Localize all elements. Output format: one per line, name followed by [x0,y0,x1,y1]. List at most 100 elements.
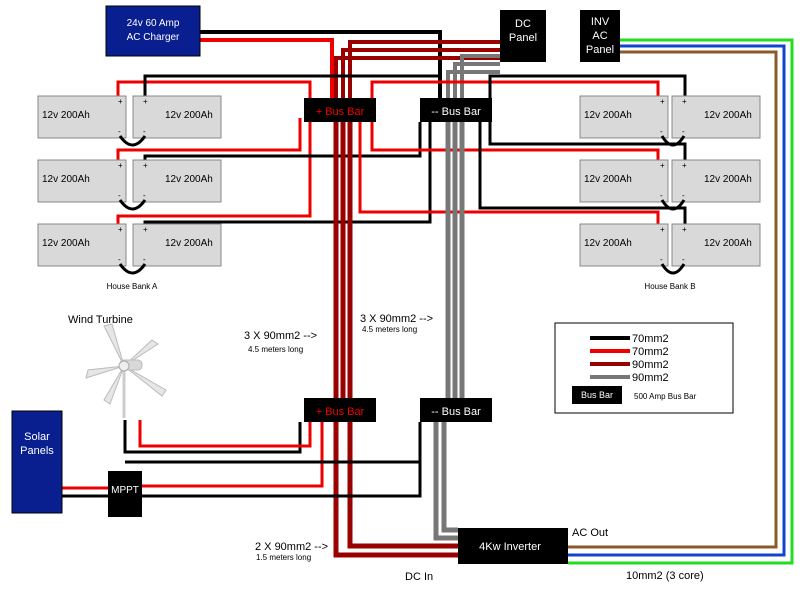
terminal-plus: + [143,225,148,234]
battery-bank-b-1-0: 12v 200Ah + - [579,159,669,203]
plus-bus-bar-bottom: + Bus Bar [304,398,376,422]
dc-panel-line2: Panel [509,32,537,44]
trunk-cables [333,122,465,558]
legend-item: 90mm2 [590,372,669,384]
battery-bank-a-1-1: 12v 200Ah+- [132,159,222,203]
legend-label: 90mm2 [632,372,669,384]
terminal-minus: - [118,255,121,264]
battery-bank-b-0-0: 12v 200Ah + - [579,95,669,139]
battery-bank-a-1-0: 12v 200Ah+- [37,159,127,203]
cable-right-line2: 4.5 meters long [362,325,417,334]
terminal-minus: - [682,255,685,264]
terminal-plus: + [682,225,687,234]
battery-label: 12v 200Ah [584,110,632,121]
solar-line2: Panels [20,445,54,457]
bank-b-wiring [358,74,687,228]
battery-bank-a-2-0: 12v 200Ah+- [37,223,127,267]
minus-bus-top-label: -- Bus Bar [431,106,481,118]
legend-bus-desc: 500 Amp Bus Bar [634,392,697,401]
battery-label: 12v 200Ah [42,110,90,121]
inv-ac-panel: INV AC Panel [580,10,620,62]
minus-bus-bar-bottom: -- Bus Bar [420,398,492,422]
mppt-label: MPPT [111,485,139,496]
legend-label: 70mm2 [632,346,669,358]
ac-wiring [568,38,794,565]
terminal-minus: - [143,127,146,136]
battery-label: 12v 200Ah [165,238,213,249]
series-link-wire [660,199,686,211]
terminal-minus: - [143,255,146,264]
terminal-plus: + [660,161,665,170]
cable-bottom-line2: 1.5 meters long [256,553,311,562]
plus-bus-bottom-label: + Bus Bar [316,406,365,418]
dc-panel-line1: DC [515,18,531,30]
battery-bank-a-0-0: 12v 200Ah + - [37,95,127,139]
legend-item: 70mm2 [590,346,669,358]
terminal-plus: + [143,97,148,106]
panel-feeds [200,30,500,98]
plus-bus-bar-top: + Bus Bar [304,98,376,122]
battery-bank-b-2-1: 12v 200Ah + - [671,223,761,267]
charger-line2: AC Charger [127,32,180,43]
inv-panel-line2: AC [592,30,607,42]
terminal-minus: - [118,191,121,200]
battery-label: 12v 200Ah [584,174,632,185]
terminal-plus: + [118,97,123,106]
battery-label: 12v 200Ah [42,238,90,249]
series-link-wire [660,263,686,275]
ac-wire-green [568,38,794,565]
terminal-plus: + [682,161,687,170]
minus-bus-bar-top: -- Bus Bar [420,98,492,122]
ac-wire-blue [568,44,786,557]
dc-in-label: DC In [405,571,433,583]
cable-right-line1: 3 X 90mm2 --> [360,313,433,325]
ac-wire-brown [568,50,778,549]
battery-banks: 12v 200Ah + - 12v 200Ah + - 12v 200Ah + - 12v 200… [37,95,761,275]
wind-turbine-icon [85,323,167,418]
legend-label: 70mm2 [632,333,669,345]
legend-item: 70mm2 [590,333,669,345]
bank-a-wiring [116,74,442,228]
terminal-minus: - [118,127,121,136]
battery-bank-a-0-1: 12v 200Ah+- [132,95,222,139]
terminal-minus: - [660,255,663,264]
series-link-wire [118,199,147,211]
renewable-wiring [60,420,422,498]
series-link-wire [660,135,686,147]
terminal-plus: + [682,97,687,106]
inv-panel-line3: Panel [586,44,614,56]
series-link-wire [118,135,147,147]
series-link-wire [118,263,147,275]
solar-line1: Solar [24,431,50,443]
inverter: 4Kw Inverter [458,528,568,564]
terminal-plus: + [660,97,665,106]
battery-label: 12v 200Ah [704,238,752,249]
wind-turbine-label: Wind Turbine [68,314,133,326]
cable-bottom-line1: 2 X 90mm2 --> [255,541,328,553]
cable-left-line2: 4.5 meters long [248,345,303,354]
battery-label: 12v 200Ah [584,238,632,249]
battery-label: 12v 200Ah [704,174,752,185]
legend-label: 90mm2 [632,359,669,371]
terminal-plus: + [660,225,665,234]
minus-bus-bottom-label: -- Bus Bar [431,406,481,418]
solar-panels: Solar Panels [11,410,63,514]
ac-cable-label: 10mm2 (3 core) [626,570,704,582]
terminal-plus: + [118,161,123,170]
terminal-plus: + [143,161,148,170]
battery-bank-b-0-1: 12v 200Ah + - [671,95,761,139]
battery-label: 12v 200Ah [165,174,213,185]
terminal-minus: - [660,127,663,136]
battery-label: 12v 200Ah [704,110,752,121]
dc-panel: DC Panel [500,10,546,62]
mppt-controller: MPPT [108,471,142,517]
charger-line1: 24v 60 Amp [127,18,180,29]
inv-panel-line1: INV [591,16,610,28]
terminal-minus: - [660,191,663,200]
ac-charger: 24v 60 Amp AC Charger [105,5,201,57]
cable-left-line1: 3 X 90mm2 --> [244,330,317,342]
terminal-minus: - [682,127,685,136]
